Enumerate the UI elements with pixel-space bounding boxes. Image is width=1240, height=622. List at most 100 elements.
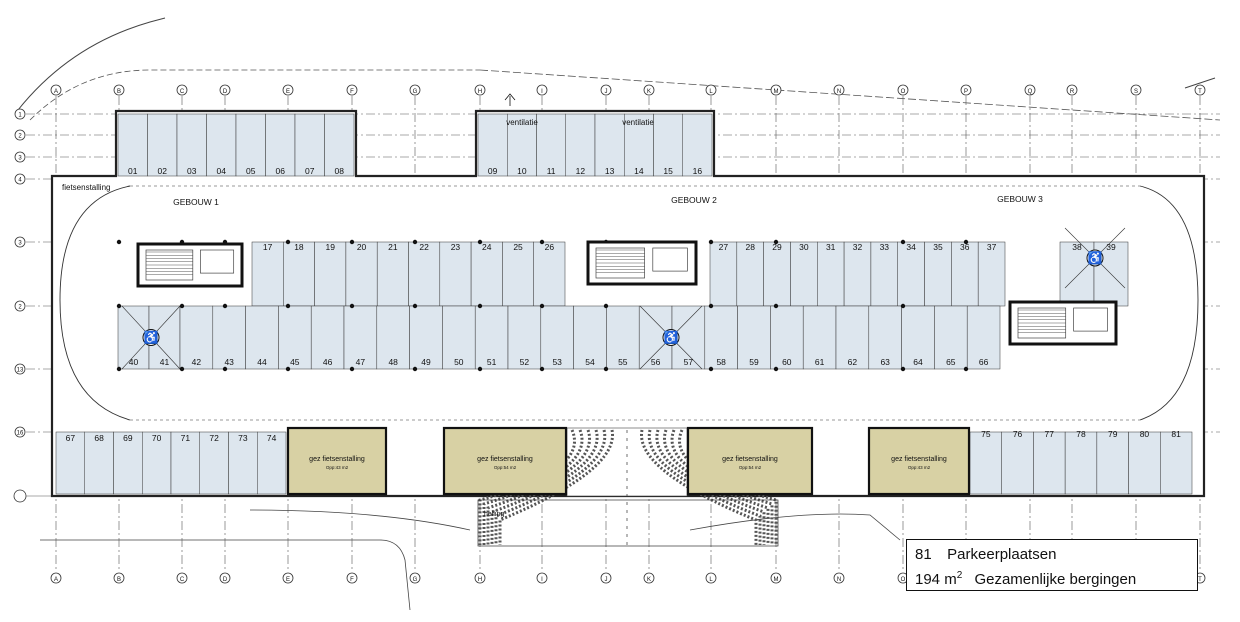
parking-bay-33 (870, 241, 898, 307)
parking-bay-79 (1096, 431, 1129, 495)
grid-label-bottom-G: G (413, 577, 418, 583)
parking-bay-07 (294, 113, 325, 177)
grid-bubble-top-K (643, 84, 655, 96)
grid-bubble-top-G (409, 84, 421, 96)
parking-bay-67 (55, 431, 85, 495)
aisle-curve-left (59, 185, 131, 421)
grid-bubble-bottom-D (219, 572, 231, 584)
bay-label-52: 52 (520, 357, 530, 367)
grid-label-bottom-F: F (350, 577, 354, 583)
grid-label-top-A: A (54, 89, 58, 95)
column-3 (285, 239, 291, 245)
grid-bubble-bottom-I (536, 572, 548, 584)
grid-label-top-L: L (709, 89, 713, 95)
column-13 (116, 303, 122, 309)
grid-bubble-top-C (176, 84, 188, 96)
ventilation-label-2: ventilatie (622, 118, 654, 127)
grid-label-top-D: D (223, 89, 228, 95)
column-29 (349, 366, 355, 372)
bay-label-03: 03 (187, 166, 197, 176)
storage-room-name-2: gez fietsenstalling (477, 456, 533, 463)
grid-label-bottom-D: D (223, 577, 228, 583)
grid-label-top-Q: Q (1028, 89, 1033, 95)
parking-bay-64 (901, 305, 935, 370)
bay-label-10: 10 (517, 166, 527, 176)
grid-bubble-top-S (1130, 84, 1142, 96)
grid-row-bubble-blank (13, 489, 27, 503)
bay-label-24: 24 (482, 242, 492, 252)
site-outline (17, 17, 1221, 611)
bay-label-64: 64 (913, 357, 923, 367)
grid-bubble-bottom-B (113, 572, 125, 584)
grid-row-label-top-4: 4 (18, 178, 22, 184)
bay-label-63: 63 (880, 357, 890, 367)
parking-bay-10 (507, 113, 537, 177)
legend-storage-row: 194 m2 Gezamenlijke bergingen (915, 565, 1189, 590)
grid-bubble-bottom-M (770, 572, 782, 584)
grid-bubble-top-M (770, 84, 782, 96)
parking-bay-69 (113, 431, 143, 495)
parking-bay-22 (408, 241, 441, 307)
parking-bay-23 (439, 241, 472, 307)
grid-bubble-bottom-A (50, 572, 62, 584)
parking-bay-09 (477, 113, 508, 177)
bay-label-36: 36 (960, 242, 970, 252)
grid-label-bottom-M: M (774, 577, 779, 583)
grid-label-top-H: H (478, 89, 482, 95)
column-20 (539, 303, 545, 309)
grid-label-top-C: C (180, 89, 185, 95)
bay-label-16: 16 (693, 166, 703, 176)
bay-label-34: 34 (906, 242, 916, 252)
column-7 (539, 239, 545, 245)
parking-bay-77 (1033, 431, 1066, 495)
bay-label-55: 55 (618, 357, 628, 367)
column-21 (603, 303, 609, 309)
parking-bay-78 (1064, 431, 1098, 495)
bay-label-13: 13 (605, 166, 615, 176)
stair-core-2-lift (652, 247, 688, 272)
bay-label-15: 15 (663, 166, 673, 176)
storage-room-name-1: gez fietsenstalling (309, 456, 365, 463)
parking-bay-48 (376, 305, 410, 370)
grid-row-bubble-13 (14, 363, 26, 375)
parking-bay-68 (84, 431, 114, 495)
grid-bubble-top-E (282, 84, 294, 96)
storage-room-area-4: Opp:43 m2 (908, 465, 931, 470)
column-17 (349, 303, 355, 309)
parking-bay-66 (966, 305, 1001, 370)
bay-label-33: 33 (880, 242, 890, 252)
parking-bay-24 (470, 241, 503, 307)
bay-label-72: 72 (209, 433, 219, 443)
grid-row-label-top-1: 1 (18, 113, 22, 119)
storage-room-area-3: Opp:54 m2 (739, 465, 762, 470)
bay-label-06: 06 (276, 166, 286, 176)
grid-row-bubble-top-2 (14, 129, 26, 141)
bay-label-18: 18 (294, 242, 304, 252)
parking-bay-03 (176, 113, 207, 177)
grid-row-bubble-top-4 (14, 173, 26, 185)
bay-label-57: 57 (684, 357, 694, 367)
grid-bubble-top-A (50, 84, 62, 96)
bay-label-66: 66 (979, 357, 989, 367)
ramp-lane-left-1 (482, 429, 584, 545)
bay-label-35: 35 (933, 242, 943, 252)
grid-row-bubble-top-1 (14, 108, 26, 120)
bay-label-40: 40 (129, 357, 139, 367)
parking-bay-46 (310, 305, 345, 370)
wheelchair-icon (1086, 249, 1104, 267)
parking-bay-01 (117, 113, 148, 177)
parking-bay-63 (868, 305, 902, 370)
storage-room-area-1: Opp:43 m2 (326, 465, 349, 470)
bay-label-21: 21 (388, 242, 398, 252)
wheelchair-icon-glyph: ♿ (144, 331, 159, 345)
legend-parking-count: 81 (915, 546, 932, 563)
parking-bay-08 (324, 113, 355, 177)
bay-label-11: 11 (547, 166, 556, 176)
parking-bay-05 (235, 113, 266, 177)
grid-bubble-top-N (833, 84, 845, 96)
parking-bay-20 (345, 241, 378, 307)
storage-room-4 (867, 426, 971, 496)
parking-bay-36 (951, 241, 979, 307)
parking-bay-61 (802, 305, 837, 370)
